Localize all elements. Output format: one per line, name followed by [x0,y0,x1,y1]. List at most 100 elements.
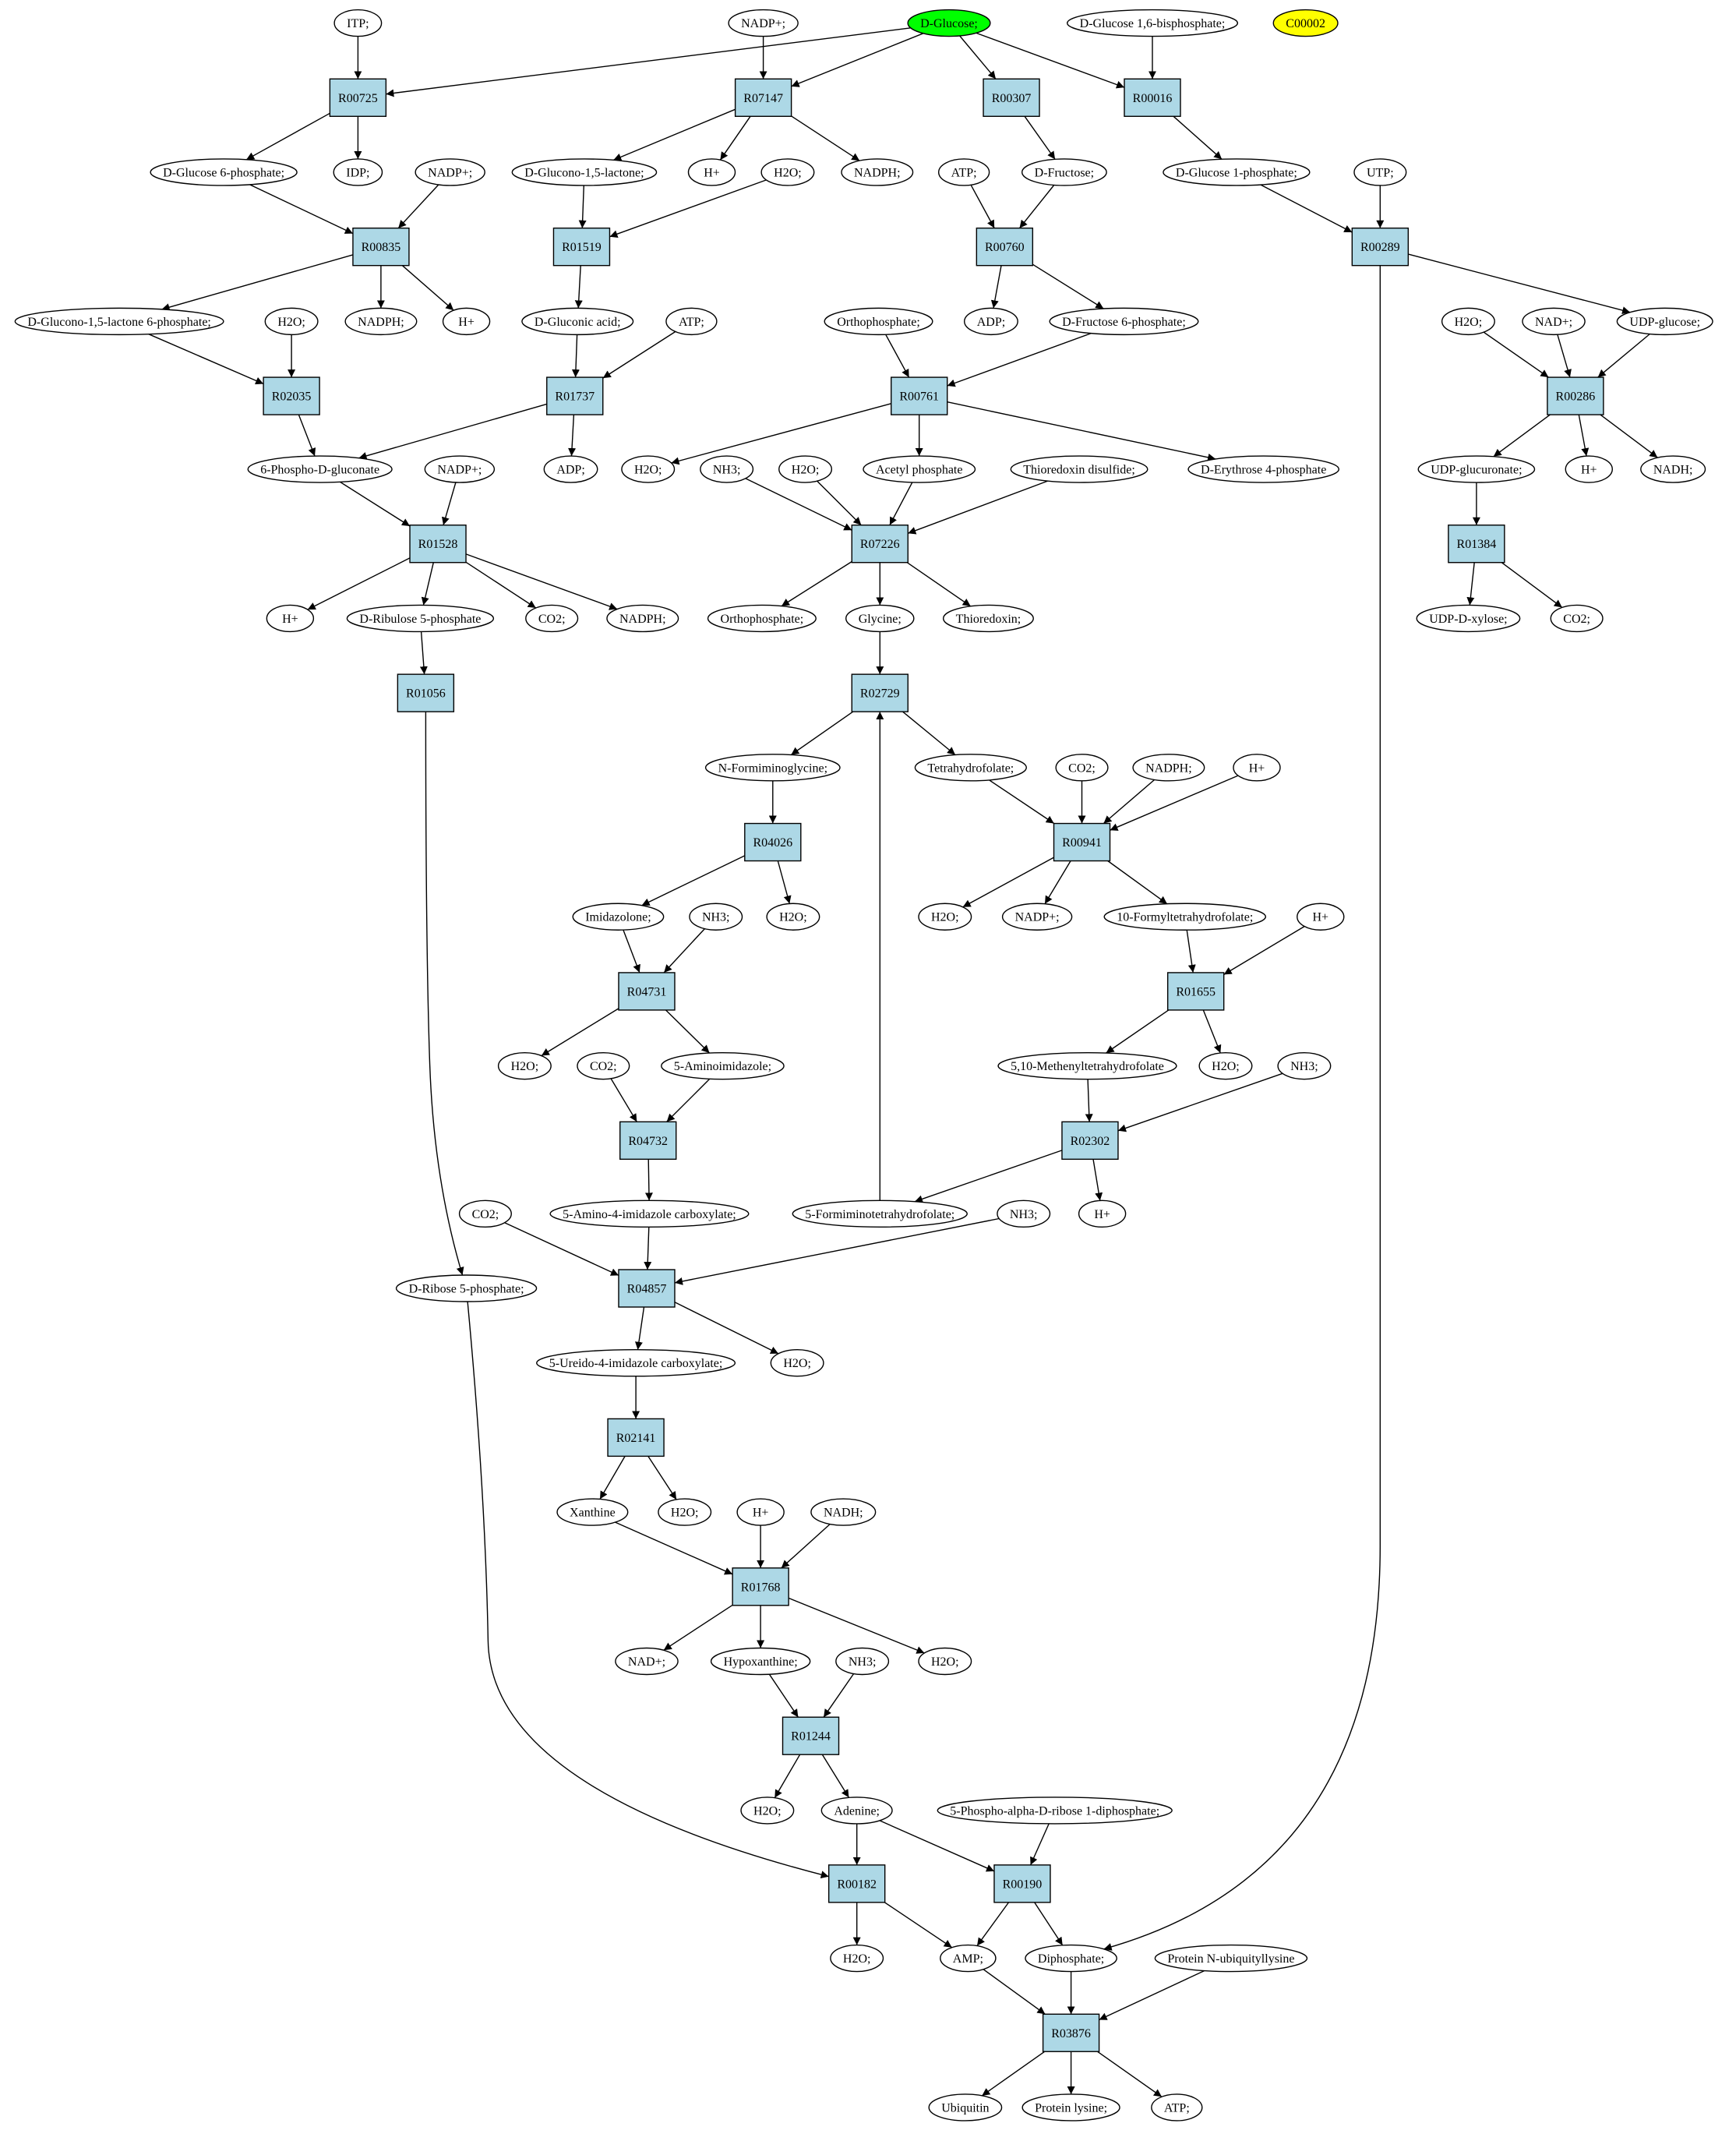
compound-node-prpp: 5-Phospho-alpha-D-ribose 1-diphosphate; [937,1797,1173,1825]
compound-ellipse [1640,455,1706,483]
edge-nadh2-to-r01768 [781,1524,831,1569]
edge-r02302-to-hp7 [1092,1159,1103,1201]
compound-node-nh3d: NH3; [997,1199,1051,1228]
compound-node-adp1: ADP; [964,307,1018,336]
node-label: H+ [1249,761,1265,775]
edge-dgl156p-to-r02035 [148,334,264,385]
edge-r00941-to-fthf [1107,860,1168,905]
compound-node-udpga: UDP-glucuronate; [1417,455,1536,483]
reaction-node-r04857: R04857 [618,1269,676,1308]
node-label: H2O; [779,911,807,924]
edge-r00289-to-udpg [1408,253,1631,315]
node-label: R00941 [1062,836,1102,850]
compound-node-hp8: H+ [736,1498,785,1526]
node-label: D-Gluconic acid; [535,316,621,329]
compound-node-de4p: D-Erythrose 4-phosphate [1187,455,1340,483]
edge-dg1p-to-r00289 [1260,184,1353,233]
compound-ellipse [704,754,841,782]
compound-ellipse [1198,1051,1253,1080]
node-label: 5-Formiminotetrahydrofolate; [805,1208,954,1221]
edge-hp6-to-r01655 [1223,925,1305,976]
compound-ellipse [1417,455,1536,483]
edge-r04731-to-h2o8 [541,1008,619,1057]
compound-ellipse [778,455,833,483]
edge-r00760-to-adp1 [990,265,1002,309]
node-label: NAD+; [628,1655,665,1669]
compound-ellipse [835,1647,890,1676]
edge-hp5-to-r00941 [1110,775,1239,831]
compound-ellipse [1021,158,1107,186]
edge-r04857-to-h2o10 [674,1302,779,1355]
compound-ellipse [707,604,817,633]
compound-node-nadpp3: NADP+; [424,455,496,483]
node-label: NAD+; [1535,316,1572,329]
node-label: ADP; [556,464,584,477]
node-label: ATP; [1164,2101,1190,2115]
node-label: H2O; [277,316,305,329]
compound-ellipse [937,158,990,186]
compound-node-nadh2: NADH; [810,1498,877,1526]
reaction-box [618,1269,676,1308]
node-label: Orthophosphate; [837,316,920,329]
edge-r04731-to-ai [665,1009,710,1054]
compound-node-df6p: D-Fructose 6-phosphate; [1049,307,1199,336]
reaction-node-r01768: R01768 [732,1567,789,1606]
compound-ellipse [1154,1944,1308,1973]
node-label: CO2; [538,613,566,626]
edge-dgl15-to-r01519 [578,185,587,228]
reaction-box [352,227,410,267]
reaction-node-r01737: R01737 [546,376,604,415]
edge-ade-to-r00190 [879,1820,995,1872]
edge-nadpp2-to-r00835 [397,184,439,229]
compound-node-adp2: ADP; [543,455,598,483]
compound-ellipse [1078,1199,1127,1228]
edge-dglucose-to-r07147 [791,33,924,87]
compound-node-nh3e: NH3; [835,1647,890,1676]
compound-ellipse [458,1199,512,1228]
reaction-node-r00307: R00307 [983,78,1040,117]
node-label: H2O; [792,464,820,477]
compound-ellipse [497,1051,552,1080]
node-label: Hypoxanthine; [724,1655,798,1669]
compound-ellipse [907,9,991,37]
compound-node-thf: Tetrahydrofolate; [914,754,1027,782]
reaction-node-r01244: R01244 [782,1716,840,1755]
node-label: C00002 [1286,17,1325,30]
edge-r00307-to-dfru [1024,115,1056,160]
compound-ellipse [665,307,718,336]
edge-r00835-to-hp2 [401,265,454,311]
node-label: R01244 [791,1730,831,1744]
compound-ellipse [658,1498,712,1526]
node-label: H2O; [671,1507,699,1520]
compound-node-amp: AMP; [940,1944,997,1973]
compound-ellipse [1055,754,1109,782]
reaction-box [263,376,320,415]
reaction-node-r00286: R00286 [1547,376,1604,415]
reaction-node-r07147: R07147 [734,78,792,117]
node-label: D-Fructose 6-phosphate; [1062,316,1186,329]
edge-r00286-to-udpga [1493,414,1551,458]
compound-ellipse [997,1199,1051,1228]
edge-atp1-to-r00760 [970,184,995,229]
compound-node-dga: D-Gluconic acid; [521,307,634,336]
compound-ellipse [549,1199,750,1228]
compound-node-ppi: Diphosphate; [1025,1944,1117,1973]
reaction-node-r00182: R00182 [827,1864,886,1903]
compound-node-ai: 5-Aminoimidazole; [661,1051,785,1080]
node-label: H+ [753,1507,769,1520]
compound-node-h2o3: H2O; [1441,307,1495,336]
node-label: R00725 [338,92,378,105]
node-label: R02729 [860,687,900,701]
node-label: Imidazolone; [585,911,651,924]
edge-r00761-to-de4p [947,401,1216,461]
reaction-box [983,78,1040,117]
compound-node-h2o4: H2O; [621,455,676,483]
edge-nh3e-to-r01244 [823,1673,855,1718]
edge-r00835-to-dgl156p [161,254,354,311]
edge-amp-to-r03876 [983,1969,1046,2015]
compound-ellipse [395,1274,538,1302]
reaction-box [782,1716,840,1755]
compound-node-ubq: Ubiquitin [928,2093,1003,2122]
compound-node-h2o10: H2O; [770,1348,824,1377]
node-label: H+ [1094,1208,1110,1221]
